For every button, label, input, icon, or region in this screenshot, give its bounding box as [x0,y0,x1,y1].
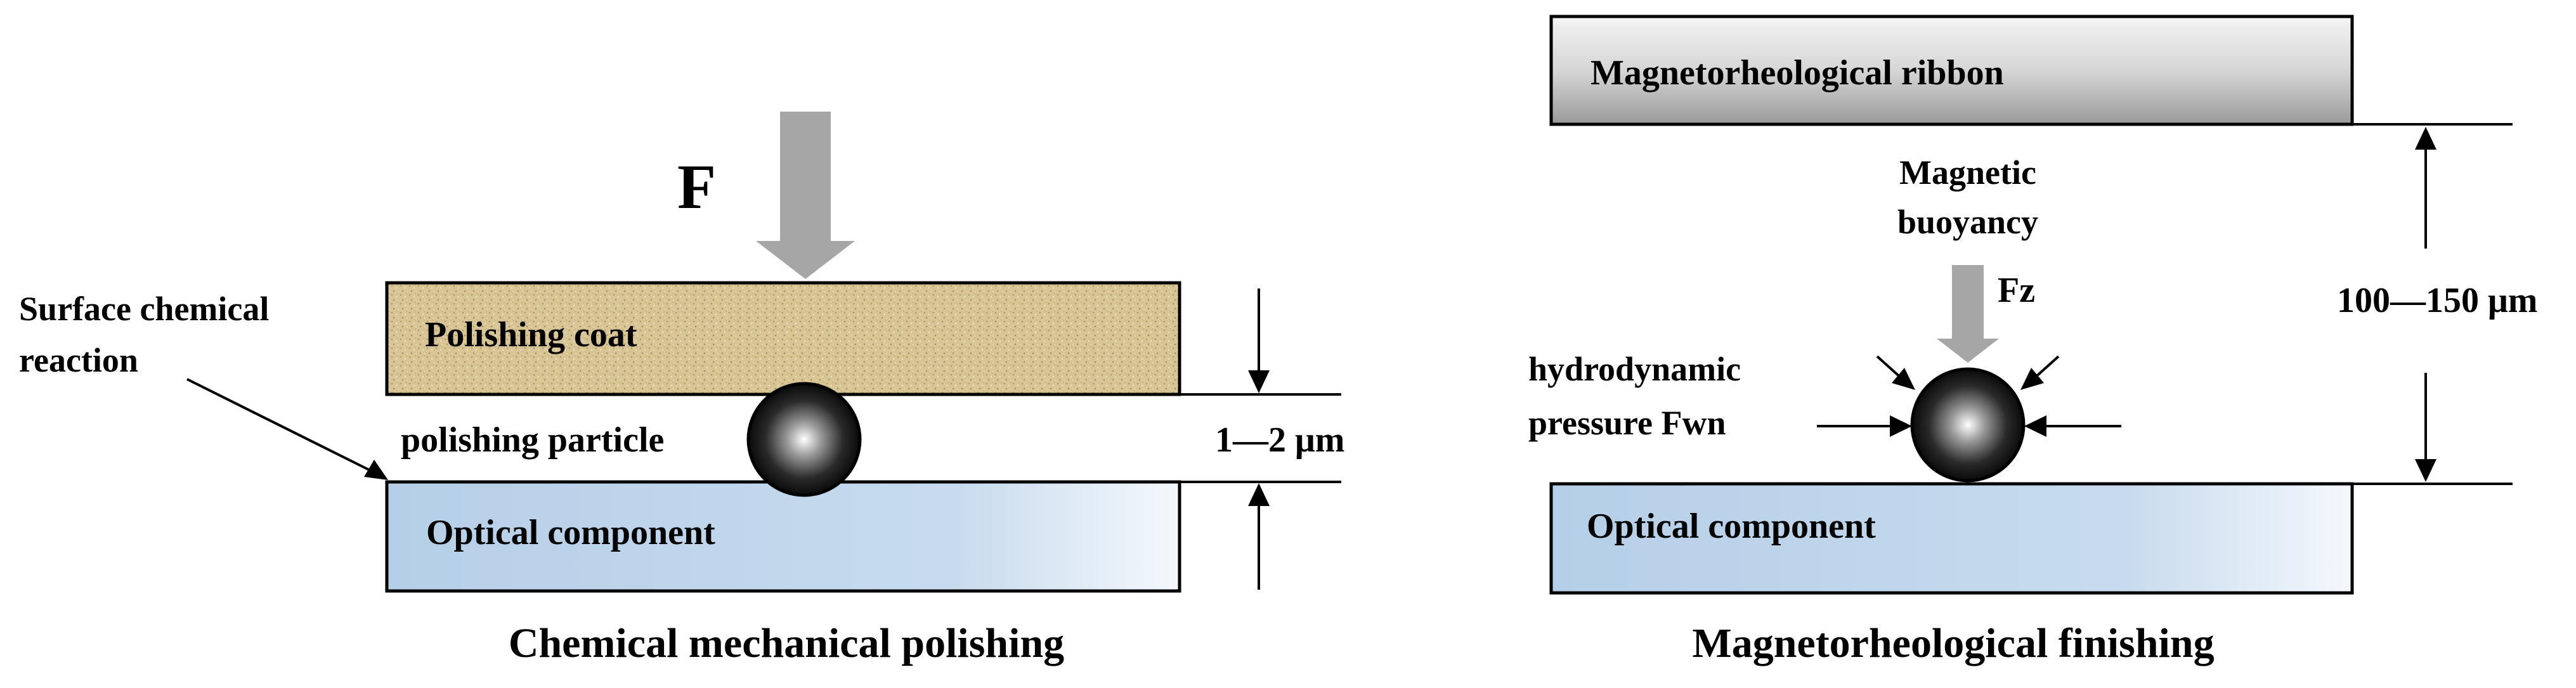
pressure-arrow-icon [2024,415,2046,437]
polishing-particle [746,382,862,497]
optical-component-label-right: Optical component [1587,507,1876,546]
optical-component-left [385,480,1181,593]
dimension-arrow-down-icon [2415,459,2436,482]
gap-label-right: 100—150 μm [2337,281,2537,320]
magnetic-buoyancy-line2: buoyancy [1897,203,2038,241]
reaction-label-line1: Surface chemical [19,290,269,328]
force-label: F [677,152,716,222]
pressure-arrow-icon [1892,368,1915,390]
pressure-arrow-icon [1890,415,1912,437]
hydrodynamic-line1: hydrodynamic [1528,350,1741,388]
ribbon-label: Magnetorheological ribbon [1590,53,2004,93]
optical-component-label-left: Optical component [426,513,715,552]
pressure-arrow-icon [2020,368,2044,390]
dimension-arrow-down-icon [1248,370,1270,393]
reaction-pointer-arrow-icon [364,460,388,480]
mrf-panel: Magnetorheological ribbon 100—150 μm Opt… [1528,15,2537,666]
reaction-label-line2: reaction [19,341,138,379]
gap-label-left: 1—2 μm [1215,420,1344,460]
caption-mrf: Magnetorheological finishing [1692,620,2214,666]
polishing-particle-label: polishing particle [401,420,664,460]
magnetic-buoyancy-line1: Magnetic [1899,153,2036,191]
dimension-arrow-up-icon [2415,127,2436,150]
optical-component-right [1549,482,2354,595]
caption-cmp: Chemical mechanical polishing [509,620,1064,666]
dimension-arrow-up-icon [1248,483,1270,506]
fz-label: Fz [1998,271,2035,310]
hydrodynamic-line2: pressure Fwn [1528,404,1726,442]
polishing-coat [385,281,1181,396]
force-arrow-icon [756,112,855,279]
magnetorheological-ribbon [1549,15,2354,126]
mrf-particle [1910,367,2026,483]
fz-arrow-icon [1937,265,1999,363]
polishing-coat-label: Polishing coat [425,315,637,354]
cmp-panel: F Polishing coat Optical component 1—2 μ… [19,112,1344,666]
